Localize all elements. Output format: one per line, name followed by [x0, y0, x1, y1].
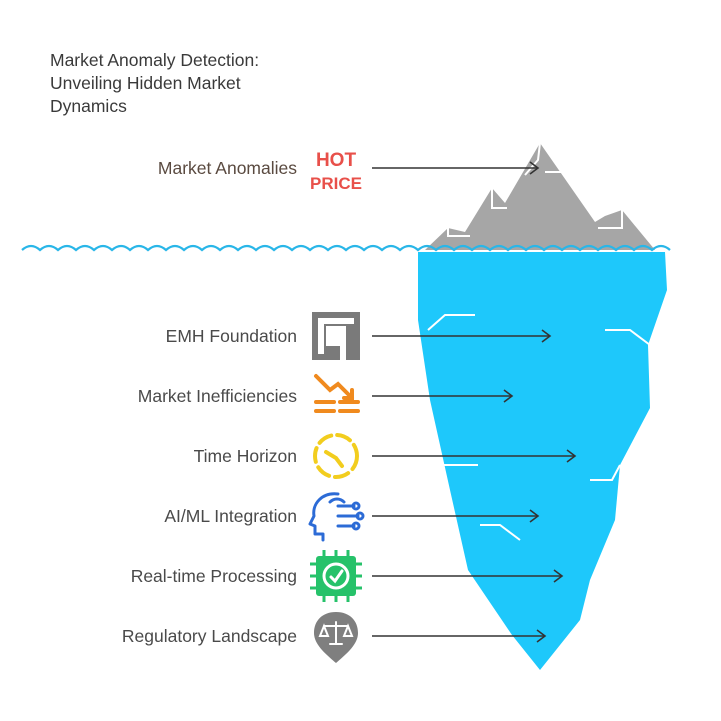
arrow-emh-foundation [372, 329, 552, 343]
water-line [21, 244, 671, 252]
label-market-inefficiencies: Market Inefficiencies [137, 386, 297, 406]
hot-price-icon: HOT PRICE [310, 150, 362, 193]
label-regulatory-landscape: Regulatory Landscape [121, 626, 297, 646]
arrow-real-time-processing [372, 569, 564, 583]
arrows [372, 161, 577, 643]
label-real-time-processing: Real-time Processing [130, 566, 297, 586]
iceberg-body [418, 252, 667, 670]
hot-text: HOT [316, 150, 357, 171]
clock-icon [313, 433, 359, 479]
arrow-regulatory-landscape [372, 629, 547, 643]
title-line-3: Dynamics [50, 96, 127, 116]
title-line-1: Market Anomaly Detection: [50, 50, 260, 70]
page-title: Market Anomaly Detection: Unveiling Hidd… [50, 49, 370, 118]
arrow-time-horizon [372, 449, 577, 463]
label-market-anomalies: Market Anomalies [157, 158, 297, 178]
square-frame-icon [312, 312, 360, 360]
label-ai-ml-integration: AI/ML Integration [164, 506, 297, 526]
arrow-market-anomalies [372, 161, 540, 175]
iceberg-tip [425, 142, 655, 250]
arrow-market-inefficiencies [372, 389, 514, 403]
price-text: PRICE [310, 174, 362, 193]
arrow-ai-ml-integration [372, 509, 540, 523]
label-time-horizon: Time Horizon [193, 446, 297, 466]
label-emh-foundation: EMH Foundation [165, 326, 297, 346]
downtrend-chart-icon [314, 374, 360, 413]
processor-chip-icon [310, 550, 362, 602]
scales-pin-icon [314, 612, 358, 663]
ai-head-icon [308, 492, 365, 542]
title-line-2: Unveiling Hidden Market [50, 73, 241, 93]
